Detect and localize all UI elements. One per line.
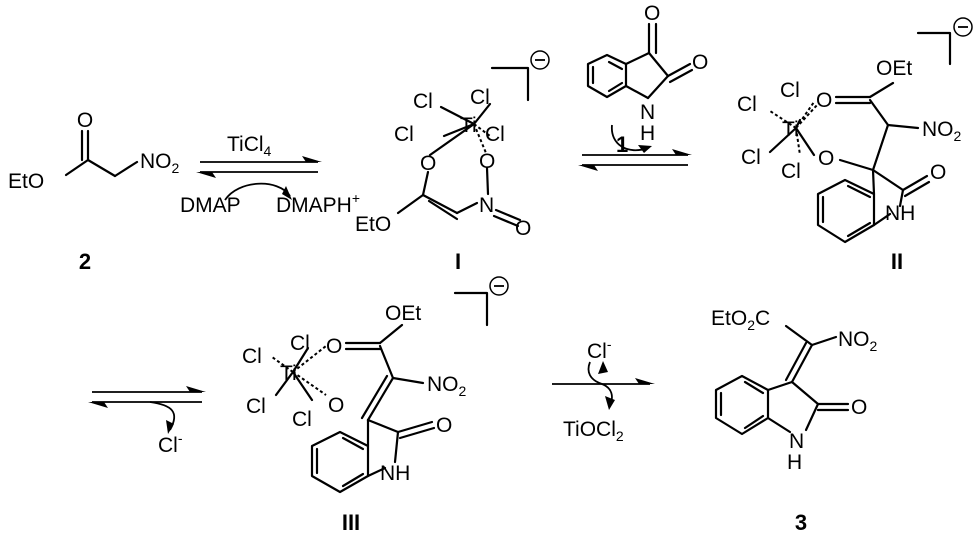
atom-cl: Cl [413,90,433,113]
atom-ti: Ti [460,114,477,137]
reagent-ticl4: TiCl4 [227,133,272,159]
atom-o: O [436,414,452,437]
intermediate-I: Cl Cl Cl Cl Ti O O N O EtO I [355,50,550,274]
nh-label: NH [885,202,915,225]
atom-o: O [326,335,342,358]
no2-label: NO2 [922,118,962,144]
atom-cl: Cl [394,123,414,146]
atom-o: O [851,396,867,419]
compound-number-II: II [891,249,903,274]
intermediate-III: Cl Cl Cl Cl Ti O O OEt NO2 O NH III [242,276,509,535]
compound-number-3: 3 [795,510,807,535]
atom-o: O [930,161,946,184]
compound-1-isatin: O O N H [586,2,708,145]
reagent-dmap: DMAP [180,194,241,217]
eto2c-label: EtO2C [711,307,770,333]
intermediate-II: Cl Cl Cl Cl Ti O O OEt NO2 O NH II [737,17,973,274]
atom-o: O [420,152,436,175]
atom-n: N [640,101,655,124]
reagent-chloride: Cl- [158,430,183,457]
atom-o: O [479,150,495,173]
oet-label: OEt [385,302,421,325]
compound-2: O EtO NO2 2 [8,109,180,274]
atom-cl: Cl [246,395,266,418]
reagent-dmaph: DMAPH+ [276,190,360,217]
product-3: EtO2C NO2 O N H 3 [711,307,878,535]
compound-number-III: III [342,510,360,535]
eto-label: EtO [355,213,391,236]
no2-label: NO2 [140,150,180,176]
atom-n: N [479,194,494,217]
atom-h: H [787,451,802,474]
atom-o: O [816,89,832,112]
reagent-chloride: Cl- [587,336,612,363]
equilibrium-arrow-3: Cl- [88,386,206,457]
atom-ti: Ti [280,362,297,385]
atom-o: O [644,2,660,25]
oet-label: OEt [876,57,912,80]
atom-cl: Cl [780,79,800,102]
reagent-tiocl2: TiOCl2 [563,418,624,444]
atom-cl: Cl [737,93,757,116]
atom-o: O [328,394,344,417]
atom-n: N [789,430,804,453]
no2-label: NO2 [838,328,878,354]
equilibrium-arrow-2: 1 [578,124,692,171]
atom-h: H [640,122,655,145]
equilibrium-arrow-1: TiCl4 DMAP DMAPH+ [180,133,360,217]
no2-label: NO2 [427,373,467,399]
compound-number-I: I [455,249,461,274]
atom-cl: Cl [290,332,310,355]
atom-o: O [692,51,708,74]
atom-cl: Cl [470,86,490,109]
atom-ti: Ti [782,118,799,141]
reagent-compound-1: 1 [616,132,628,157]
nh-label: NH [380,462,410,485]
atom-cl: Cl [292,408,312,431]
atom-cl: Cl [485,123,505,146]
reaction-arrow-4: Cl- TiOCl2 [552,336,655,444]
atom-cl: Cl [242,345,262,368]
atom-o: O [515,217,531,240]
atom-o: O [77,109,93,132]
compound-number-2: 2 [79,249,91,274]
atom-cl: Cl [781,160,801,183]
eto-label: EtO [8,170,44,193]
atom-o: O [818,147,834,170]
atom-cl: Cl [741,146,761,169]
